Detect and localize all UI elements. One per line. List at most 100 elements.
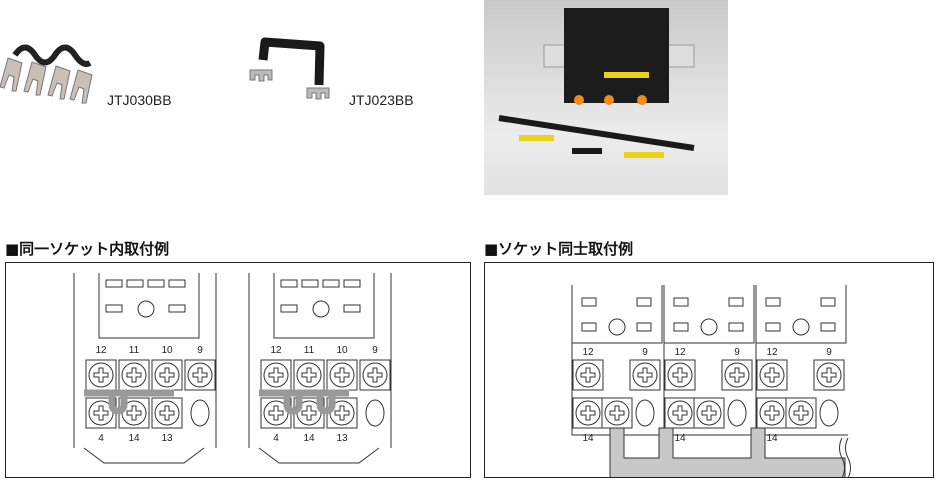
din-clip (83, 447, 205, 464)
screw-icon (759, 362, 785, 388)
screw-icon (575, 362, 601, 388)
screw-icon (154, 362, 180, 388)
terminal-label: 14 (128, 433, 140, 444)
slot (301, 279, 319, 288)
screw-icon (667, 400, 693, 426)
slot (105, 304, 123, 313)
mount-hole (365, 399, 385, 427)
terminal-label: 11 (304, 345, 315, 356)
screw-icon (362, 362, 388, 388)
slot (765, 322, 781, 332)
slot (126, 279, 144, 288)
din-clip (258, 447, 380, 464)
terminal-label: 14 (674, 433, 686, 444)
terminal-label: 12 (270, 345, 282, 356)
screw-cross (268, 405, 284, 421)
terminal-label: 12 (674, 347, 686, 358)
screw-cross (637, 367, 653, 383)
screw-icon (187, 362, 213, 388)
screw-cross (93, 405, 109, 421)
screw-cross (126, 367, 142, 383)
screw-cross (334, 367, 350, 383)
socket: 12 9 14 (755, 285, 848, 444)
mount-hole (635, 399, 655, 427)
slot (280, 304, 298, 313)
terminal-label: 14 (582, 433, 594, 444)
slot (673, 322, 689, 332)
center-hole (792, 318, 810, 336)
screw-cross (764, 367, 780, 383)
slot (673, 297, 689, 307)
terminal-label: 10 (336, 345, 348, 356)
screw-cross (301, 405, 317, 421)
screw-cross (821, 367, 837, 383)
terminal-label: 9 (372, 345, 378, 356)
socket-outline (571, 285, 664, 436)
slot (168, 279, 186, 288)
screw-cross (367, 367, 383, 383)
terminal-label: 12 (582, 347, 594, 358)
socket: 12 9 14 (663, 285, 756, 444)
screw-icon (121, 362, 147, 388)
screw-icon (759, 400, 785, 426)
terminal-label: 13 (161, 433, 173, 444)
screw-icon (788, 400, 814, 426)
screw-icon (88, 362, 114, 388)
break-mark (839, 437, 851, 479)
slot (147, 279, 165, 288)
center-hole (608, 318, 626, 336)
slot (581, 297, 597, 307)
terminal-label: 11 (129, 345, 140, 356)
screw-cross (301, 367, 317, 383)
screw-cross (764, 405, 780, 421)
mount-hole (190, 399, 210, 427)
terminal-label: 9 (826, 347, 832, 358)
terminal-label: 9 (734, 347, 740, 358)
slot (343, 279, 361, 288)
socket-outline (73, 273, 217, 448)
slot (820, 297, 836, 307)
slot (581, 322, 597, 332)
screw-icon (329, 362, 355, 388)
screw-icon (696, 400, 722, 426)
screw-icon (154, 400, 180, 426)
screw-cross (159, 367, 175, 383)
slot (765, 297, 781, 307)
terminal-label: 14 (766, 433, 778, 444)
screw-cross (729, 367, 745, 383)
terminal-label: 4 (98, 433, 104, 444)
center-hole (137, 300, 155, 318)
screw-cross (159, 405, 175, 421)
slot (636, 297, 652, 307)
screw-icon (604, 400, 630, 426)
jtj030bb-image (0, 44, 93, 104)
section-title-same-socket: ■同一ソケット内取付例 (5, 240, 170, 258)
terminal-label: 12 (95, 345, 107, 356)
terminal-label: 4 (273, 433, 279, 444)
center-hole (700, 318, 718, 336)
screw-cross (701, 405, 717, 421)
screw-cross (793, 405, 809, 421)
socket-outline (248, 273, 392, 448)
screw-icon (296, 362, 322, 388)
center-hole (312, 300, 330, 318)
short-bar (259, 389, 349, 415)
socket-photo-illustration (498, 8, 695, 158)
mount-hole (727, 399, 747, 427)
screw-icon (816, 362, 842, 388)
product-label-jtj023bb: JTJ023BB (349, 92, 414, 108)
terminal-label: 12 (766, 347, 778, 358)
terminal-label: 14 (303, 433, 315, 444)
mount-hole (819, 399, 839, 427)
terminal-label: 9 (197, 345, 203, 356)
screw-icon (724, 362, 750, 388)
screw-cross (334, 405, 350, 421)
section-title-between-sockets: ■ソケット同士取付例 (484, 240, 634, 258)
